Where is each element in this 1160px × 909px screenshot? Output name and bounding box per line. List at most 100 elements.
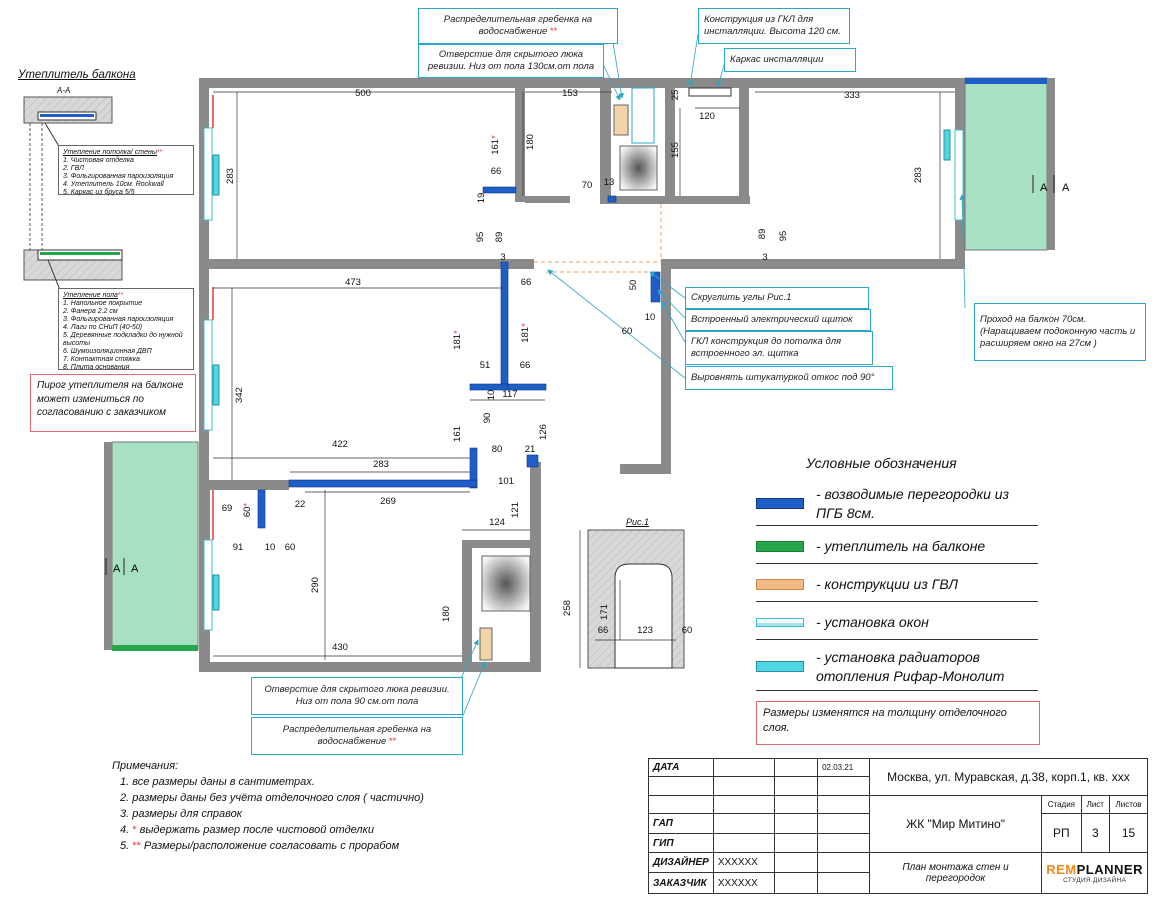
window-room3 [203, 539, 213, 631]
notes-title: Примечания: [112, 760, 179, 772]
callout-req: ** [388, 736, 397, 747]
section-marker: А [113, 563, 121, 575]
wall-bath1-left [515, 86, 525, 202]
floor-item: 5. Деревянные подкладки до нужной высоты [63, 332, 183, 348]
dimension-label: 124 [489, 517, 505, 528]
dimension-label: 430 [332, 642, 348, 653]
wall-bath1-bottom [600, 196, 675, 204]
note-5: 5. ** Размеры/расположение согласовать с… [120, 840, 400, 852]
wall-bath-low-top [462, 540, 540, 548]
dimension-label: 89 [494, 232, 505, 243]
dimension-label: 91 [233, 542, 244, 553]
legend-label: - утеплитель на балконе [816, 538, 986, 554]
ceiling-item: 4. Утеплитель 10см. Rockwall [63, 181, 164, 189]
dimension-label: 60 [622, 326, 633, 337]
legend-title: Условные обозначения [806, 455, 957, 471]
window-room2 [203, 319, 213, 431]
ceiling-item: 1. Чистовая отделка [63, 157, 134, 165]
dimension-label: 89 [757, 229, 768, 240]
partition-small [526, 454, 539, 468]
floor-item: 1. Напольное покрытие [63, 300, 143, 308]
dimension-label: 60* [242, 503, 253, 518]
figure1-opening [614, 563, 673, 669]
dimension-label: 120 [699, 111, 715, 122]
legend-item-window: - установка окон [756, 613, 929, 632]
legend-item-gvl: - конструкции из ГВЛ [756, 575, 958, 594]
dimension-label: 3 [762, 252, 767, 263]
wall-mid-left [199, 259, 534, 269]
dimension-label: 181* [520, 323, 531, 343]
partition-h2 [507, 383, 547, 391]
wall-bottom-right [530, 462, 541, 672]
gvl-lines [534, 204, 662, 273]
partition-v2 [469, 447, 478, 489]
dimension-label: 290 [310, 577, 321, 593]
manifold-top [613, 104, 629, 136]
dimension-label: 90 [482, 413, 493, 424]
wall-bath2-bottom [670, 196, 750, 204]
callout-req: ** [549, 26, 558, 37]
dimension-label: 283 [373, 459, 389, 470]
dimension-label: 10 [645, 312, 656, 323]
notes: Примечания: 1. все размеры даны в сантим… [112, 758, 424, 854]
dimension-label: 342 [234, 387, 245, 403]
note-1: 1. все размеры даны в сантиметрах. [120, 776, 315, 788]
dimension-label: 123 [637, 625, 653, 636]
wall-bath2 [665, 86, 675, 204]
installation-frame [688, 87, 732, 97]
dimension-lines [213, 91, 955, 668]
wall-mid-right [661, 259, 965, 269]
shaft-bottom [481, 555, 531, 612]
floor-insulation-note: Утепление пола** 1. Напольное покрытие 2… [58, 288, 194, 371]
floor-item: 4. Лаги по СНиП (40-50) [63, 324, 143, 332]
floor-item: 2. Фанера 2.2 см [63, 308, 118, 316]
balcony-right-edge [965, 78, 1047, 84]
section-marker: А [131, 563, 139, 575]
legend-label: - конструкции из ГВЛ [816, 576, 958, 592]
dimension-label: 155 [670, 142, 681, 158]
dimension-label: 25 [670, 90, 681, 101]
dimension-label: 69 [222, 503, 233, 514]
balcony-left-edge [112, 645, 198, 651]
radiator-1 [212, 154, 220, 196]
manifold-bottom [479, 627, 493, 661]
balcony-left-wall [104, 442, 112, 650]
dimension-label: 101 [498, 476, 514, 487]
floor-item: 3. Фольгированная пароизоляция [63, 316, 174, 324]
legend-note: Размеры изменятся на толщину отделочного… [756, 701, 1040, 745]
dimension-label: 21 [525, 444, 536, 455]
dimension-label: 473 [345, 277, 361, 288]
callout-distribution-top: Распределительная гребенка на водоснабже… [418, 8, 618, 44]
callout-hatch-top: Отверстие для скрытого люка ревизии. Низ… [418, 44, 604, 78]
dimension-label: 500 [355, 88, 371, 99]
radiator-2 [212, 364, 220, 406]
callout-gkl-structure: Конструкция из ГКЛ для инсталляции. Высо… [698, 8, 850, 44]
wall-bath-low-left [462, 540, 472, 670]
address: Москва, ул. Муравская, д.38, корп.1, кв.… [868, 758, 1149, 796]
legend-item-radiator: - установка радиаторов отопления Рифар-М… [756, 648, 1056, 686]
date-label: ДАТА [648, 757, 714, 778]
dimension-label: 66 [598, 625, 609, 636]
gvl-swatch [756, 578, 804, 590]
window-room4 [954, 129, 964, 221]
note-3: 3. размеры для справок [120, 808, 242, 820]
note-2: 2. размеры даны без учёта отделочного сл… [120, 792, 424, 804]
radiator-swatch [756, 661, 804, 673]
dimension-label: 13 [604, 177, 615, 188]
radiator-3 [212, 574, 220, 611]
balcony-left [111, 441, 199, 651]
window-room1 [203, 127, 213, 221]
wall-bath1-mid [600, 86, 611, 204]
customer-value: XXXXXX [712, 872, 776, 894]
wall-bath3 [739, 86, 749, 204]
dimension-label: 126 [538, 424, 549, 440]
section-marker: А [1040, 182, 1048, 194]
sheets-value: 15 [1109, 812, 1148, 853]
sheets-label: Листов [1109, 794, 1148, 814]
dimension-label: 171 [599, 604, 610, 620]
callout-hatch-bottom: Отверстие для скрытого люка ревизии. Низ… [251, 677, 463, 715]
